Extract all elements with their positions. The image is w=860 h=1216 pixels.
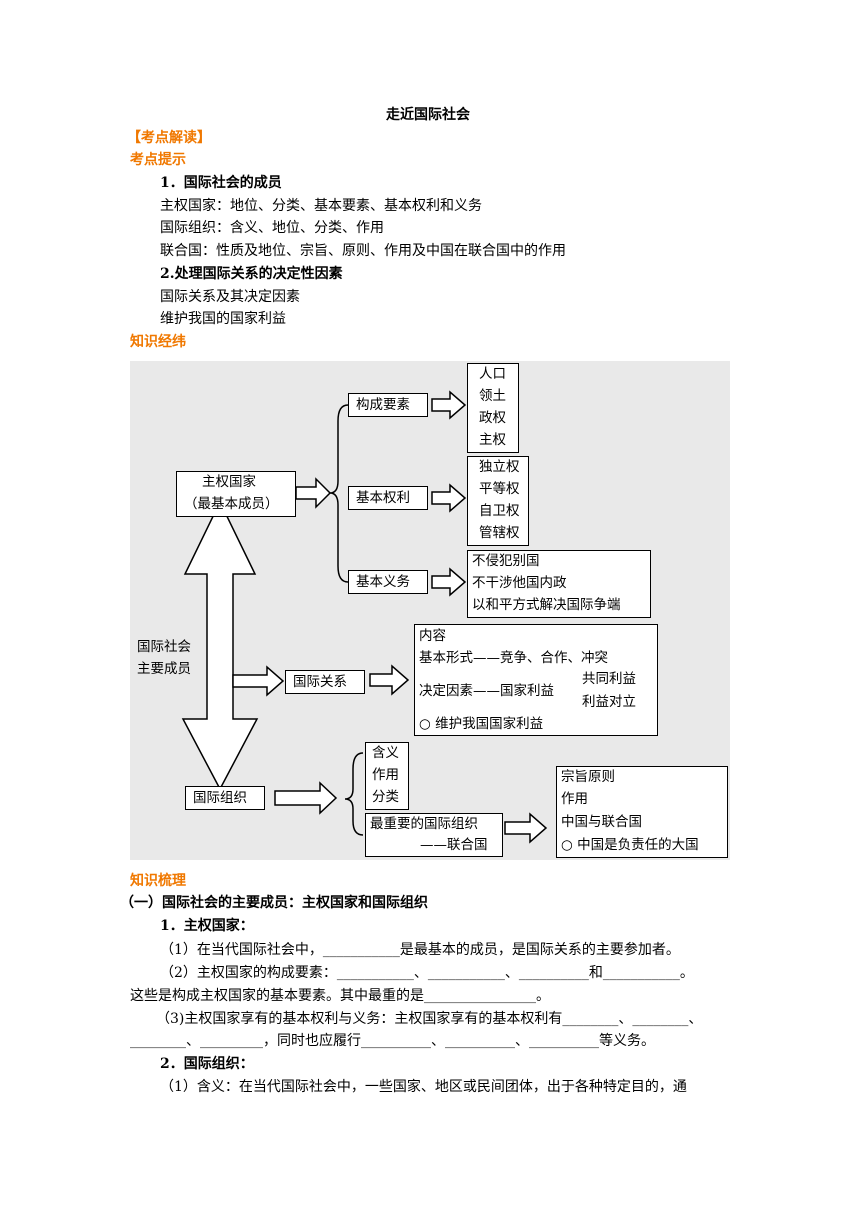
rights-items-box: [467, 456, 529, 546]
rel-oppose: 利益对立: [582, 694, 636, 710]
duties-item: 不干涉他国内政: [472, 575, 567, 591]
rights-item: 自卫权: [479, 503, 520, 519]
section-zhishi-jingwei: 知识经纬: [130, 334, 186, 350]
org-item: 含义: [372, 745, 399, 761]
rel-factor: 决定因素——国家利益: [419, 683, 554, 699]
duties-box: [348, 570, 428, 594]
rights-label: 基本权利: [356, 490, 410, 506]
rel-content: 内容: [419, 628, 446, 644]
un-items-box: [556, 766, 728, 858]
compose-item: 人口: [479, 366, 506, 382]
sovereign-label: 主权国家: [202, 474, 256, 490]
un-item: 宗旨原则: [561, 769, 615, 785]
compose-items-box: [467, 363, 519, 453]
duties-label: 基本义务: [356, 574, 410, 590]
un-item: 作用: [561, 791, 588, 807]
relations-label: 国际关系: [293, 674, 347, 690]
un-sublabel: ——联合国: [420, 837, 488, 853]
rel-protect: ○ 维护我国国家利益: [419, 716, 544, 732]
rights-item: 管辖权: [479, 525, 520, 541]
compose-item: 领土: [479, 388, 506, 404]
sovereign-sublabel: （最基本成员）: [184, 496, 279, 512]
s1-line3: 联合国：性质及地位、宗旨、原则、作用及中国在联合国中的作用: [160, 243, 566, 259]
section-kaodian-jiedu: 【考点解读】: [127, 130, 211, 146]
duties-items-box: [467, 550, 651, 618]
compose-item: 主权: [479, 432, 506, 448]
p1-q1: （1）在当代国际社会中，___________是最基本的成员，是国际关系的主要参…: [160, 942, 680, 958]
arrow-compose: [431, 390, 467, 420]
p2-heading: 2．国际组织：: [160, 1056, 254, 1072]
arrow-to-relations: [232, 665, 285, 697]
p1-q3b: ________、_________，同时也应履行__________、____…: [130, 1033, 655, 1049]
org-items-box: [365, 742, 409, 810]
duties-item: 以和平方式解决国际争端: [472, 597, 621, 613]
rel-forms: 基本形式——竞争、合作、冲突: [419, 650, 608, 666]
arrow-sovereign: [295, 477, 332, 509]
un-label: 最重要的国际组织: [370, 816, 478, 832]
part1-heading: （一）国际社会的主要成员：主权国家和国际组织: [120, 895, 428, 911]
relations-detail-box: [414, 624, 658, 736]
relations-box: [285, 670, 365, 694]
org-item: 作用: [372, 767, 399, 783]
p2-q1: （1）含义：在当代国际社会中，一些国家、地区或民间团体，出于各种特定目的，通: [160, 1079, 687, 1095]
doc-title: 走近国际社会: [386, 107, 470, 123]
s2-line1: 国际关系及其决定因素: [160, 289, 300, 305]
brace-sovereign: [329, 404, 349, 583]
rights-item: 独立权: [479, 459, 520, 475]
s1-line1: 主权国家：地位、分类、基本要素、基本权利和义务: [160, 198, 482, 214]
section-kaodian-tishi: 考点提示: [130, 152, 186, 168]
section-zhishi-shuli: 知识梳理: [130, 873, 186, 889]
s1-line2: 国际组织：含义、地位、分类、作用: [160, 220, 384, 236]
p1-q3a: （3)主权国家享有的基本权利与义务：主权国家享有的基本权利有________、_…: [156, 1011, 703, 1027]
org-box: [185, 786, 265, 810]
un-box: [365, 813, 503, 857]
un-item: 中国与联合国: [561, 814, 642, 830]
arrow-org: [274, 781, 338, 815]
s2-line2: 维护我国的国家利益: [160, 311, 286, 327]
vertical-double-arrow: [181, 500, 259, 791]
s1-heading: 1．国际社会的成员: [160, 175, 282, 191]
duties-item: 不侵犯别国: [472, 553, 540, 569]
p1-q2b: 这些是构成主权国家的基本要素。其中最重的是________________。: [130, 988, 550, 1004]
rights-box: [348, 486, 428, 510]
members-sublabel: 主要成员: [137, 661, 191, 677]
org-item: 分类: [372, 789, 399, 805]
p1-heading: 1．主权国家：: [160, 918, 254, 934]
sovereign-state-box: [176, 471, 296, 517]
rights-item: 平等权: [479, 481, 520, 497]
compose-label: 构成要素: [356, 397, 410, 413]
compose-box: [348, 393, 428, 417]
members-label: 国际社会: [137, 639, 191, 655]
arrow-relations: [369, 664, 410, 696]
arrow-rights: [431, 483, 467, 513]
arrow-un: [504, 812, 548, 844]
compose-item: 政权: [479, 410, 506, 426]
p1-q2a: （2）主权国家的构成要素：___________、___________、___…: [160, 965, 694, 981]
arrow-duties: [431, 567, 467, 597]
un-item: ○ 中国是负责任的大国: [561, 837, 699, 853]
rel-common: 共同利益: [582, 671, 636, 687]
diagram-connectors: [181, 390, 580, 844]
brace-org: [344, 752, 364, 836]
org-label: 国际组织: [193, 790, 247, 806]
knowledge-diagram: 主权国家 （最基本成员） 构成要素 人口 领土 政权 主权 基本权利 独立权 平…: [130, 361, 730, 860]
s2-heading: 2.处理国际关系的决定性因素: [160, 266, 343, 282]
